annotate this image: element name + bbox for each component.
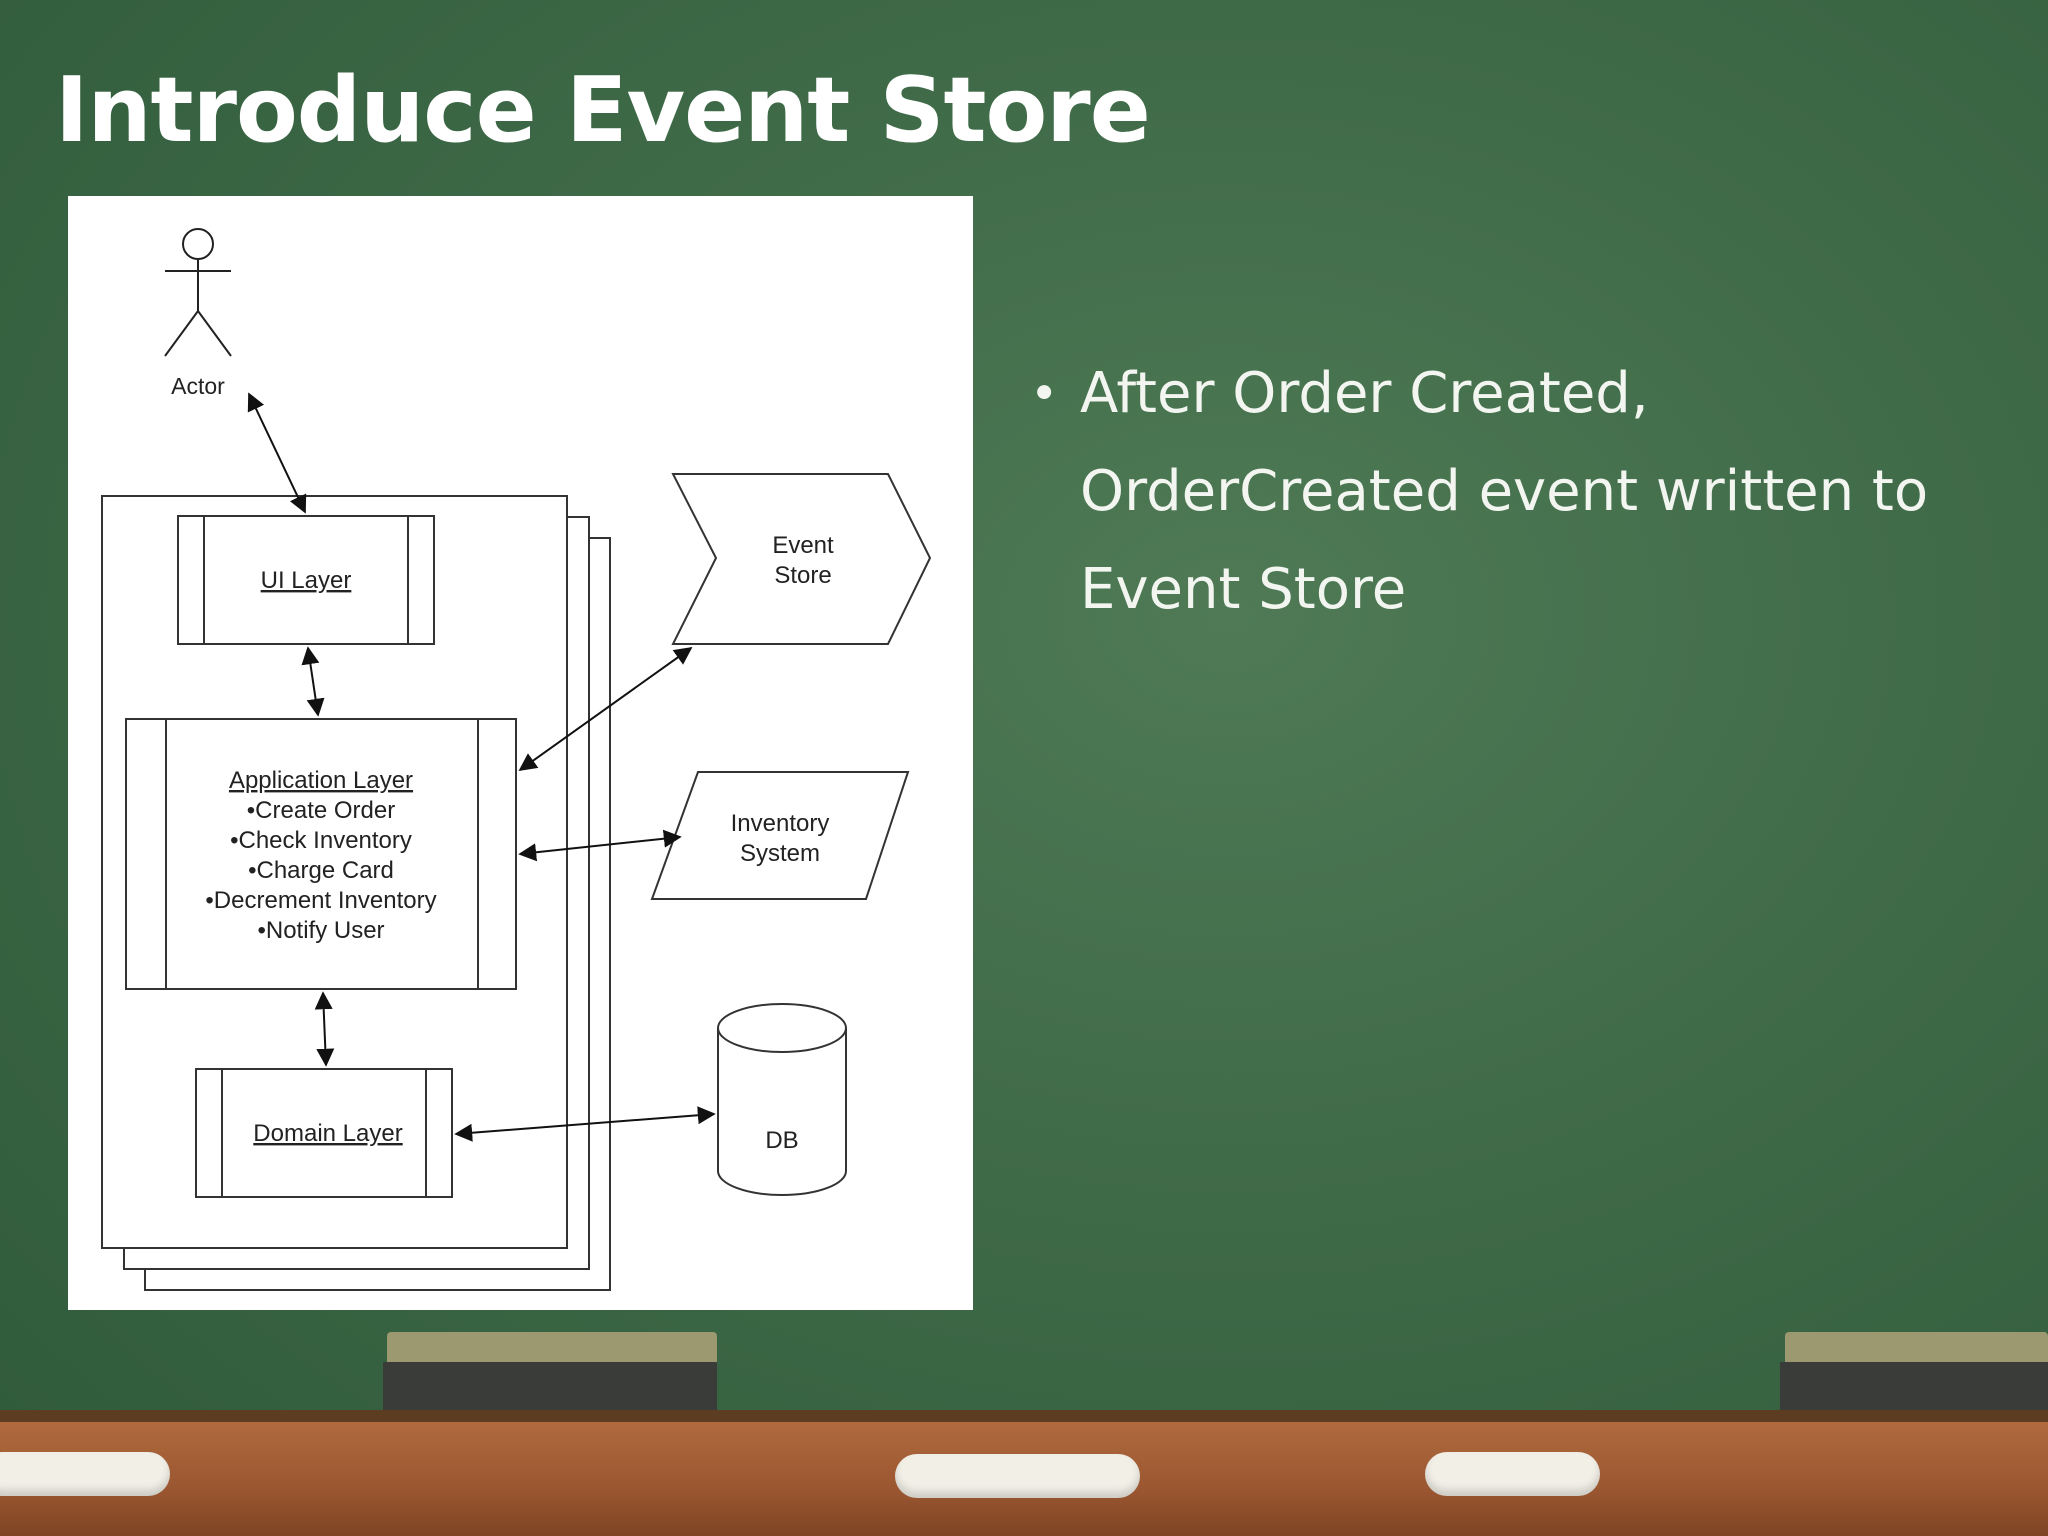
chalk-piece-right	[1425, 1452, 1600, 1496]
arrow-ui-application	[301, 646, 325, 717]
event-store-label-line2: Store	[774, 562, 831, 589]
app-item-check-inventory: •Check Inventory	[230, 827, 412, 854]
bullet-dot-icon: •	[1030, 366, 1059, 422]
arrow-application-domain	[314, 991, 335, 1067]
bullet-text: After Order Created, OrderCreated event …	[1080, 361, 1929, 622]
ui-layer-label: UI Layer	[261, 567, 352, 594]
arrow-actor-ui	[247, 392, 307, 514]
db-cylinder	[717, 1003, 847, 1196]
slide-title: Introduce Event Store	[55, 58, 1151, 163]
actor-label: Actor	[171, 373, 225, 399]
chalk-piece-middle	[895, 1454, 1140, 1498]
arrow-domain-db	[454, 1106, 716, 1142]
event-store-label-line1: Event	[772, 532, 834, 559]
app-item-decrement-inventory: •Decrement Inventory	[205, 887, 436, 914]
inventory-system-label-line2: System	[740, 840, 820, 867]
app-item-charge-card: •Charge Card	[248, 857, 394, 884]
bullet-list: • After Order Created, OrderCreated even…	[1030, 345, 2010, 639]
actor-figure	[164, 228, 232, 357]
inventory-system-label-line1: Inventory	[731, 810, 830, 837]
db-label: DB	[765, 1127, 798, 1154]
domain-layer-box	[195, 1068, 453, 1198]
arrow-application-inventory	[518, 829, 682, 862]
application-layer-box	[125, 718, 517, 990]
chalk-tray-edge	[0, 1410, 2048, 1424]
event-store-shape	[671, 473, 932, 645]
bullet-item: • After Order Created, OrderCreated even…	[1030, 345, 2010, 639]
application-layer-title: Application Layer	[229, 767, 413, 794]
architecture-diagram: Actor UI Layer Application Layer •Create…	[68, 196, 973, 1310]
diagram-canvas: Actor UI Layer Application Layer •Create…	[101, 228, 932, 1291]
arrow-application-eventstore	[518, 646, 693, 772]
domain-layer-label: Domain Layer	[253, 1120, 402, 1147]
chalk-piece-left	[0, 1452, 170, 1496]
app-item-create-order: •Create Order	[247, 797, 395, 824]
ui-layer-box	[177, 515, 435, 645]
app-item-notify-user: •Notify User	[257, 917, 384, 944]
